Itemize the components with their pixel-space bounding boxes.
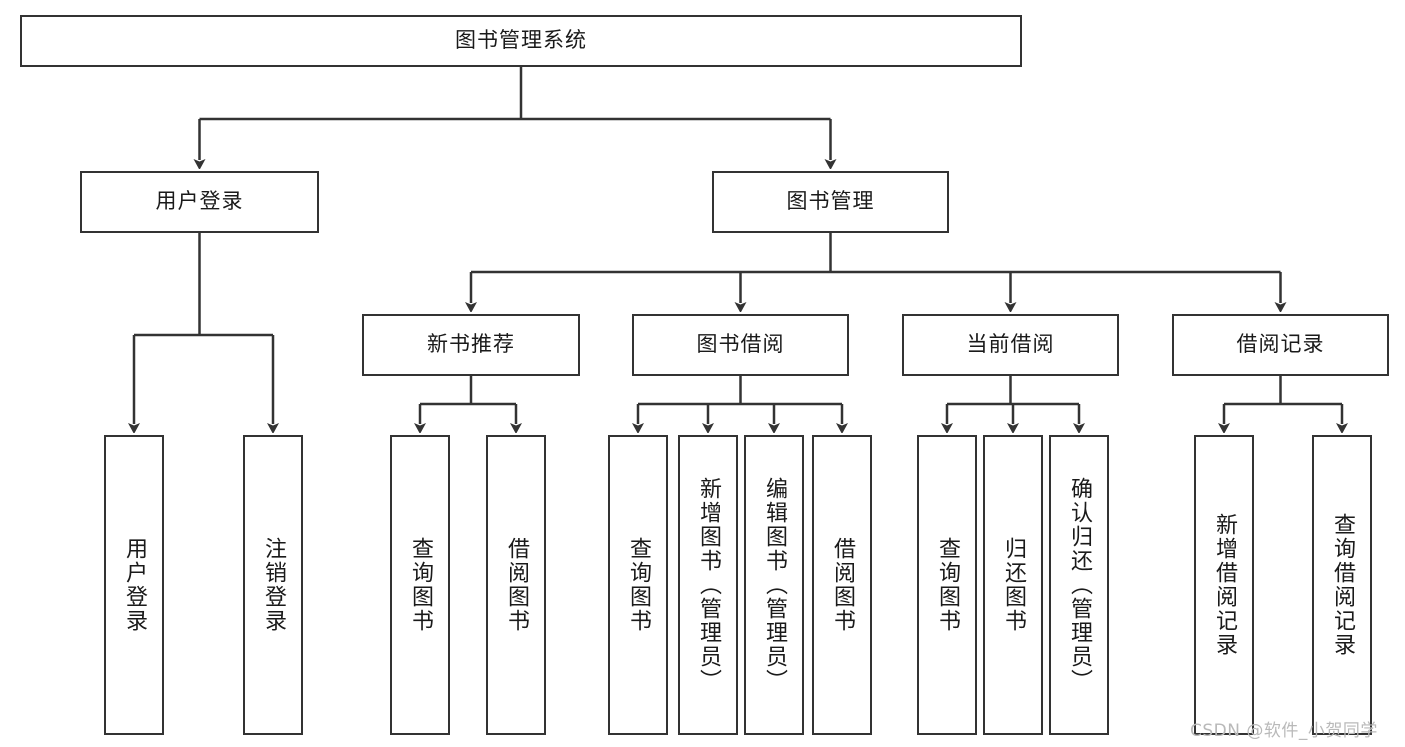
node-label-leaf-query-book-cb: 查询图书	[934, 537, 960, 633]
node-label-leaf-borrow-book-rec: 借阅图书	[503, 537, 529, 633]
node-label-new-book-rec: 新书推荐	[427, 332, 515, 357]
node-leaf-add-book[interactable]: 新增图书（管理员）	[678, 435, 738, 735]
node-leaf-user-login[interactable]: 用户登录	[104, 435, 164, 735]
node-leaf-user-logout[interactable]: 注销登录	[243, 435, 303, 735]
node-label-leaf-add-book: 新增图书（管理员）	[695, 477, 721, 693]
node-label-leaf-query-record: 查询借阅记录	[1329, 513, 1355, 657]
node-new-book-rec[interactable]: 新书推荐	[362, 314, 580, 376]
node-label-leaf-user-logout: 注销登录	[260, 537, 286, 633]
node-label-leaf-user-login: 用户登录	[121, 537, 147, 633]
node-leaf-borrow-book-bb[interactable]: 借阅图书	[812, 435, 872, 735]
node-label-user-login: 用户登录	[155, 189, 244, 214]
node-root[interactable]: 图书管理系统	[20, 15, 1022, 67]
node-borrow-record[interactable]: 借阅记录	[1172, 314, 1389, 376]
node-label-root: 图书管理系统	[455, 28, 587, 53]
node-leaf-query-book-bb[interactable]: 查询图书	[608, 435, 668, 735]
node-current-borrow[interactable]: 当前借阅	[902, 314, 1119, 376]
node-label-leaf-borrow-book-bb: 借阅图书	[829, 537, 855, 633]
node-book-borrow[interactable]: 图书借阅	[632, 314, 849, 376]
node-leaf-query-record[interactable]: 查询借阅记录	[1312, 435, 1372, 735]
node-leaf-edit-book[interactable]: 编辑图书（管理员）	[744, 435, 804, 735]
node-leaf-return-book[interactable]: 归还图书	[983, 435, 1043, 735]
node-label-current-borrow: 当前借阅	[966, 332, 1055, 357]
node-label-book-borrow: 图书借阅	[696, 332, 785, 357]
node-label-leaf-return-book: 归还图书	[1000, 537, 1026, 633]
node-leaf-query-book-rec[interactable]: 查询图书	[390, 435, 450, 735]
node-leaf-query-book-cb[interactable]: 查询图书	[917, 435, 977, 735]
node-label-leaf-confirm-return: 确认归还（管理员）	[1066, 477, 1092, 693]
node-label-leaf-edit-book: 编辑图书（管理员）	[761, 477, 787, 693]
node-label-book-manage: 图书管理	[786, 189, 875, 214]
node-leaf-add-record[interactable]: 新增借阅记录	[1194, 435, 1254, 735]
node-leaf-confirm-return[interactable]: 确认归还（管理员）	[1049, 435, 1109, 735]
node-user-login[interactable]: 用户登录	[80, 171, 319, 233]
node-leaf-borrow-book-rec[interactable]: 借阅图书	[486, 435, 546, 735]
node-book-manage[interactable]: 图书管理	[712, 171, 949, 233]
node-label-leaf-query-book-bb: 查询图书	[625, 537, 651, 633]
node-label-borrow-record: 借阅记录	[1236, 332, 1325, 357]
node-label-leaf-add-record: 新增借阅记录	[1211, 513, 1237, 657]
node-label-leaf-query-book-rec: 查询图书	[407, 537, 433, 633]
